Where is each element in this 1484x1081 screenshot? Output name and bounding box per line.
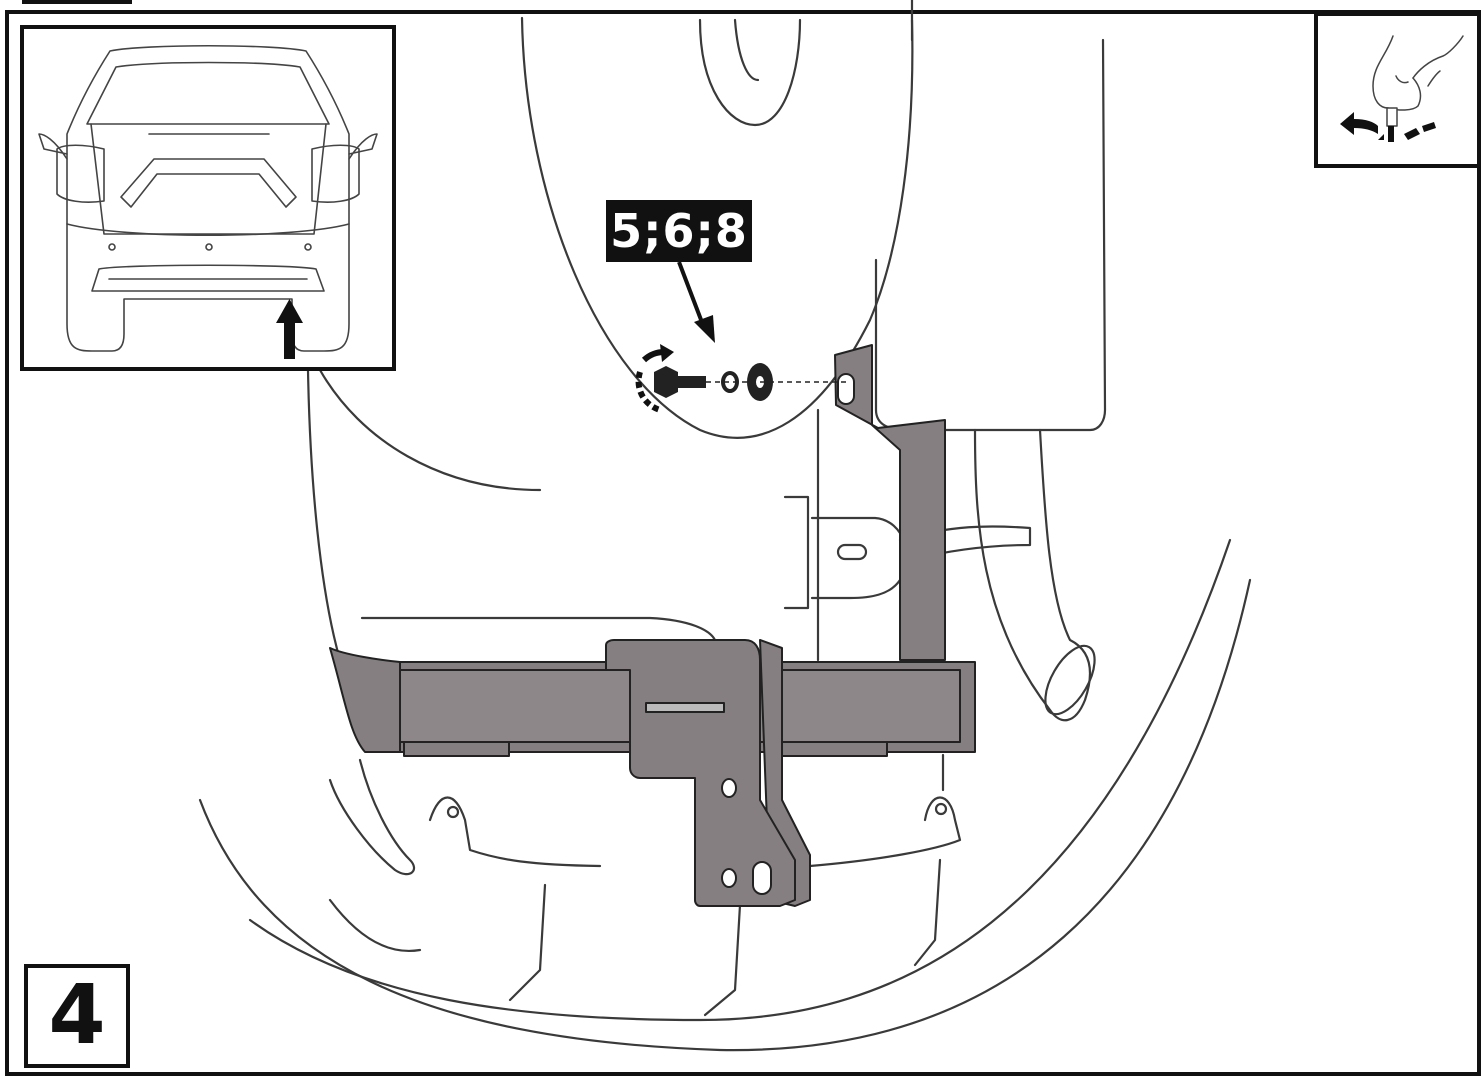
mount-hole-left	[446, 805, 460, 819]
exhaust-heat-shield	[874, 38, 1107, 432]
hand-tighten-box	[1314, 12, 1481, 168]
finger-detail	[1395, 75, 1409, 84]
up-arrow-icon	[276, 299, 303, 359]
spare-wheel-hub-inner	[733, 18, 760, 82]
crossbar-lower-right	[781, 741, 888, 757]
mount-hole-right	[934, 802, 948, 816]
bumper-reflector-left	[328, 758, 416, 876]
car-body-outline	[66, 44, 350, 352]
parking-sensor-left	[108, 243, 116, 251]
hand-tighten-icon	[1340, 35, 1464, 142]
bracket-dimension-mark	[783, 495, 810, 610]
rotate-arrow-dashed-icon	[635, 371, 662, 413]
spare-wheel-hub	[698, 18, 802, 127]
crossbar-end-left	[329, 647, 401, 753]
bumper-lower-curve	[198, 578, 1252, 1052]
left-hand-outline	[1372, 35, 1394, 109]
left-mirror	[38, 133, 68, 160]
trunk-lid	[90, 123, 327, 235]
bumper-inner-edge	[306, 368, 342, 662]
tow-eye-slot	[836, 543, 868, 561]
parking-sensor-center	[205, 243, 213, 251]
bolt-shank-icon	[678, 376, 706, 388]
right-mirror	[348, 133, 378, 160]
left-taillight	[56, 144, 105, 203]
right-hand-outline	[1412, 35, 1464, 79]
crossbar-lower-left	[403, 741, 510, 757]
bolt-icon	[1386, 107, 1398, 127]
bumper-rib-3	[913, 858, 942, 967]
page-tab-mark	[22, 0, 132, 4]
bumper-top-line	[66, 223, 350, 237]
diagram-frame	[5, 10, 1481, 1076]
rear-view-car-icon	[38, 44, 378, 359]
bumper-inner-curve	[248, 538, 1232, 1022]
exhaust-pipe-outlet	[1044, 644, 1096, 716]
bumper-crease-left	[328, 898, 422, 952]
tighten-arrows-icon	[1340, 112, 1436, 142]
bumper-rib-2	[703, 903, 742, 1017]
plate-hole-upper	[721, 778, 737, 798]
thumb-outline	[1427, 70, 1441, 87]
right-taillight	[311, 144, 360, 203]
bumper-rib-1	[508, 883, 547, 1002]
side-bracket-plate	[834, 344, 946, 661]
bumper-lower-panel	[91, 264, 325, 292]
bracket-slot	[837, 373, 855, 405]
spare-wheel-outline	[520, 16, 914, 439]
trunk-emblem-area	[120, 158, 297, 208]
plate-hole-lower	[721, 868, 737, 888]
parking-sensor-right	[304, 243, 312, 251]
exhaust-pipe	[973, 428, 1092, 722]
callout-arrow-icon	[677, 261, 715, 343]
bolt-assembly	[635, 344, 846, 413]
part-numbers-label: 5;6;8	[606, 200, 752, 262]
mount-tab-right	[808, 796, 962, 868]
locking-pin	[645, 702, 725, 713]
mount-tab-left	[428, 796, 602, 868]
bolt-head-icon	[654, 366, 678, 398]
rear-window	[86, 61, 330, 125]
plate-slot	[752, 861, 772, 895]
floor-line	[360, 616, 717, 642]
rear-view-inset	[20, 25, 396, 371]
rotate-arrow-head-icon	[660, 344, 674, 362]
step-number-box: 4	[24, 964, 130, 1068]
bumper-curve	[318, 368, 542, 492]
